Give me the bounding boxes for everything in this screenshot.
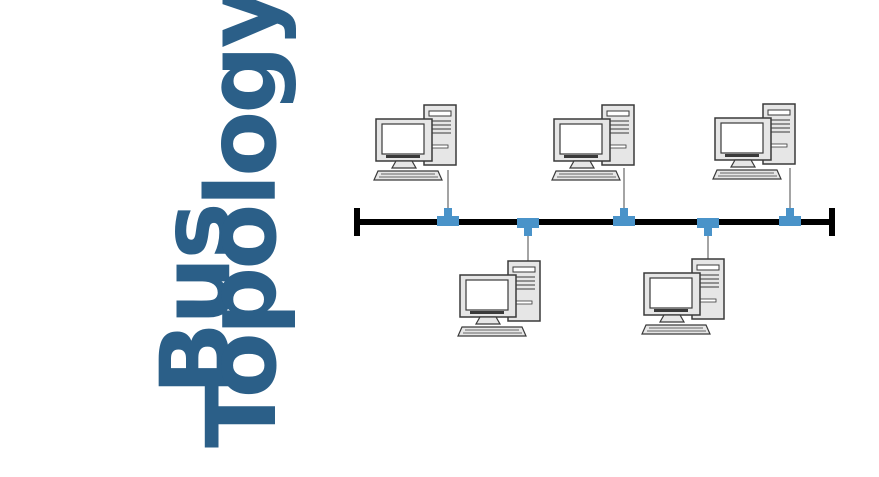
t-connector-icon xyxy=(779,208,801,226)
t-connector-icon xyxy=(697,218,719,236)
desktop-computer-icon xyxy=(457,260,541,337)
bus-cable xyxy=(356,219,833,225)
desktop-computer-icon xyxy=(551,104,635,181)
terminator-icon xyxy=(829,208,835,236)
t-connector-icon xyxy=(437,208,459,226)
t-connector-icon xyxy=(517,218,539,236)
desktop-computer-icon xyxy=(641,258,725,335)
t-connector-icon xyxy=(613,208,635,226)
desktop-computer-icon xyxy=(712,103,796,180)
terminator-icon xyxy=(354,208,360,236)
desktop-computer-icon xyxy=(373,104,457,181)
